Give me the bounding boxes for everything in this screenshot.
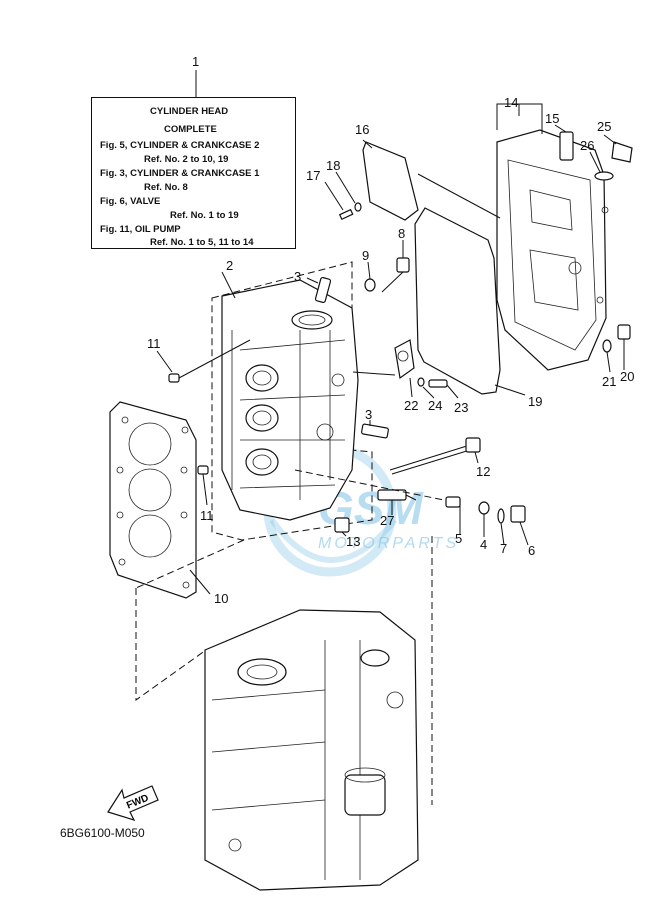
info-line-3: Fig. 5, CYLINDER & CRANKCASE 2 xyxy=(100,140,260,151)
cylinder-head-cover xyxy=(496,129,609,371)
label-10: 10 xyxy=(214,591,228,606)
small-parts xyxy=(156,124,633,546)
label-22: 22 xyxy=(404,398,418,413)
info-line-10: Ref. No. 1 to 5, 11 to 14 xyxy=(150,237,254,248)
label-19: 19 xyxy=(528,394,542,409)
label-6: 6 xyxy=(528,543,535,558)
info-line-6: Ref. No. 8 xyxy=(144,182,188,193)
part-labels: 2 3 3 4 5 6 7 8 9 10 11 11 12 13 14 15 1… xyxy=(147,95,634,606)
callout-number: 1 xyxy=(192,54,199,69)
cylinder-head xyxy=(221,279,359,521)
info-line-7: Fig. 6, VALVE xyxy=(100,196,161,207)
label-13: 13 xyxy=(346,534,360,549)
label-7: 7 xyxy=(500,541,507,556)
anode-cover-plate xyxy=(362,141,419,221)
label-20: 20 xyxy=(620,369,634,384)
label-27: 27 xyxy=(380,513,394,528)
diagram-code: 6BG6100-M050 xyxy=(60,826,145,840)
label-11-lower: 11 xyxy=(200,508,214,523)
label-15: 15 xyxy=(545,111,559,126)
label-4: 4 xyxy=(480,537,487,552)
label-11-upper: 11 xyxy=(147,336,161,351)
label-17: 17 xyxy=(306,168,320,183)
info-line-9: Fig. 11, OIL PUMP xyxy=(100,224,181,235)
info-line-1: CYLINDER HEAD xyxy=(150,106,229,117)
forward-arrow-icon: FWD xyxy=(107,785,159,821)
label-14: 14 xyxy=(504,95,518,110)
label-24: 24 xyxy=(428,398,442,413)
watermark-sub: MOTORPARTS xyxy=(318,535,459,552)
label-9: 9 xyxy=(362,248,369,263)
assembly-info-box: CYLINDER HEAD COMPLETE Fig. 5, CYLINDER … xyxy=(91,97,296,249)
label-18: 18 xyxy=(326,158,340,173)
label-23: 23 xyxy=(454,400,468,415)
label-3-lower: 3 xyxy=(365,407,372,422)
label-16: 16 xyxy=(355,122,369,137)
info-line-4: Ref. No. 2 to 10, 19 xyxy=(144,154,229,165)
info-line-5: Fig. 3, CYLINDER & CRANKCASE 1 xyxy=(100,168,260,179)
label-2: 2 xyxy=(226,258,233,273)
label-21: 21 xyxy=(602,374,616,389)
label-25: 25 xyxy=(597,119,611,134)
head-gasket xyxy=(109,401,197,599)
cylinder-block xyxy=(204,609,419,891)
label-3-upper: 3 xyxy=(294,269,301,284)
label-5: 5 xyxy=(455,531,462,546)
label-8: 8 xyxy=(398,226,405,241)
cover-gasket xyxy=(414,207,501,395)
info-line-2: COMPLETE xyxy=(164,124,217,135)
info-line-8: Ref. No. 1 to 19 xyxy=(170,210,239,221)
label-12: 12 xyxy=(476,464,490,479)
label-26: 26 xyxy=(580,138,594,153)
